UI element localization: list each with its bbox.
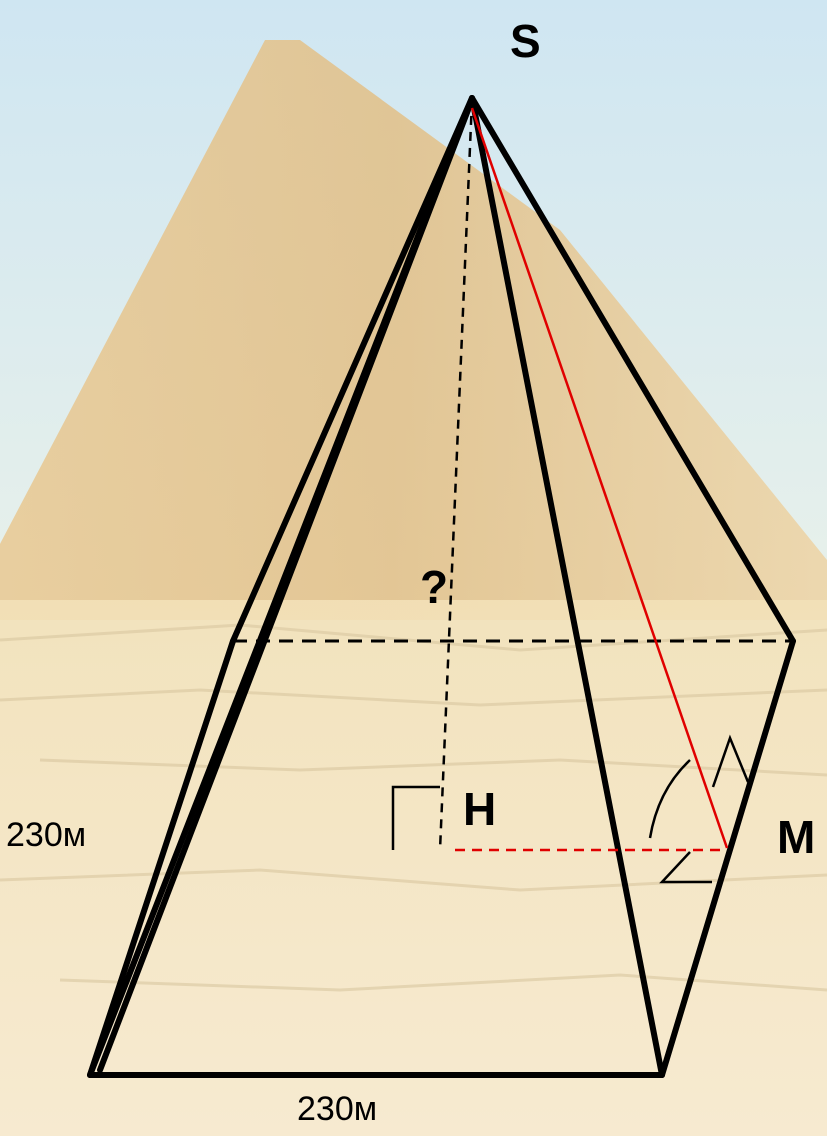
background-pyramid-photo — [0, 40, 827, 620]
apothem-sm — [470, 107, 729, 849]
angle-arc — [648, 759, 691, 839]
edge-sd — [230, 95, 475, 644]
label-side-length-left: 230м — [6, 816, 87, 854]
label-side-length-bottom: 230м — [297, 1090, 378, 1128]
label-foot-h: H — [463, 783, 497, 835]
edge-left-inner — [97, 107, 471, 1073]
edge-bc — [659, 638, 796, 1078]
label-height-unknown: ? — [420, 561, 449, 613]
label-apex-s: S — [510, 15, 541, 67]
edge-sb — [469, 95, 665, 1078]
sand-ground — [0, 600, 827, 1136]
edge-sd-left — [87, 638, 236, 1078]
height-sh — [438, 99, 474, 851]
pyramid-edges — [87, 95, 796, 1078]
angle-tick-marks — [659, 734, 750, 884]
right-angle-marker — [391, 785, 440, 850]
edge-sc — [469, 95, 796, 644]
label-midpoint-m: M — [777, 811, 816, 863]
